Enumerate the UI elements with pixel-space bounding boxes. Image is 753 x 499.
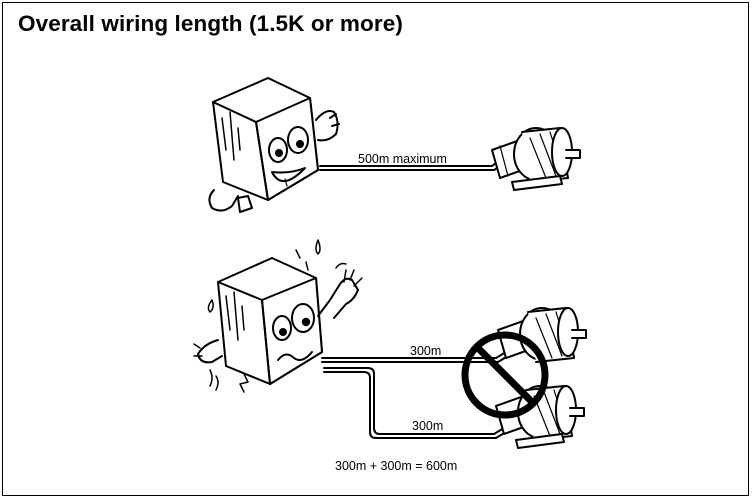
upper-branch-label: 300m: [410, 344, 441, 358]
upper-branch-wire: [321, 351, 509, 363]
lower-branch-label: 300m: [412, 419, 443, 433]
lower-branch-wire: [323, 367, 507, 439]
motor-top: [491, 127, 581, 191]
distressed-inverter-character: [193, 239, 363, 393]
figure-title: Overall wiring length (1.5K or more): [18, 11, 403, 36]
happy-inverter-character: [208, 77, 340, 213]
total-length-label: 300m + 300m = 600m: [335, 459, 457, 473]
top-length-label: 500m maximum: [358, 152, 447, 166]
prohibited-icon: [461, 331, 549, 419]
